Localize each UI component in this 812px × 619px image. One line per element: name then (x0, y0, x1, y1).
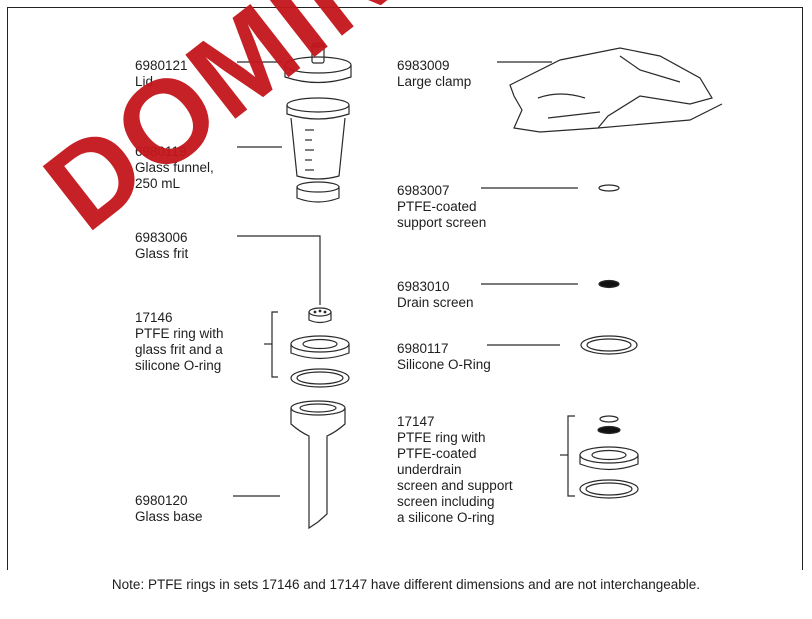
ring-b-line5: screen including (397, 494, 495, 509)
funnel-line2: 250 mL (135, 176, 181, 191)
funnel-code: 6980119 (135, 144, 187, 159)
support-screen-code: 6983007 (397, 183, 450, 198)
leader-lines (233, 61, 578, 497)
ring-a-line3: silicone O-ring (135, 358, 222, 373)
drain-screen-code: 6983010 (397, 279, 450, 294)
footnote: Note: PTFE rings in sets 17146 and 17147… (111, 577, 701, 592)
oring-code: 6980117 (397, 341, 449, 356)
ring-b-code: 17147 (397, 414, 435, 429)
ring-a-line1: PTFE ring with (135, 326, 224, 341)
frit-code: 6983006 (135, 230, 188, 245)
label-funnel: 6980119 Glass funnel, 250 mL (135, 144, 214, 192)
frit-name: Glass frit (135, 246, 189, 261)
label-drain-screen: 6983010 Drain screen (397, 279, 474, 311)
base-name: Glass base (135, 509, 203, 524)
ptfe-ring-a-drawing (290, 335, 350, 388)
label-ring-set-b: 17147 PTFE ring with PTFE-coated underdr… (397, 414, 513, 526)
label-base: 6980120 Glass base (135, 493, 203, 525)
lid-name: Lid (135, 74, 154, 89)
label-clamp: 6983009 Large clamp (397, 58, 471, 90)
base-drawing (290, 400, 346, 530)
ring-b-line3: underdrain (397, 462, 462, 477)
funnel-line1: Glass funnel, (135, 160, 214, 175)
ring-b-line2: PTFE-coated (397, 446, 477, 461)
clamp-code: 6983009 (397, 58, 450, 73)
drain-screen-drawing (598, 279, 620, 289)
lid-code: 6980121 (135, 58, 188, 73)
oring-drawing (580, 335, 638, 355)
ring-b-line4: screen and support (397, 478, 513, 493)
support-screen-drawing (598, 184, 620, 192)
clamp-drawing (509, 47, 723, 133)
ring-a-code: 17146 (135, 310, 173, 325)
support-screen-line1: PTFE-coated (397, 199, 477, 214)
frame-border (7, 7, 803, 570)
support-screen-line2: support screen (397, 215, 487, 230)
label-support-screen: 6983007 PTFE-coated support screen (397, 183, 486, 231)
drain-screen-name: Drain screen (397, 295, 474, 310)
ring-b-line1: PTFE ring with (397, 430, 486, 445)
clamp-name: Large clamp (397, 74, 472, 89)
funnel-drawing (286, 97, 350, 203)
oring-name: Silicone O-Ring (397, 357, 491, 372)
label-frit: 6983006 Glass frit (135, 230, 188, 262)
frit-drawing (308, 307, 332, 324)
ring-a-line2: glass frit and a (135, 342, 223, 357)
label-oring: 6980117 Silicone O-Ring (397, 341, 491, 373)
lid-drawing (284, 42, 352, 84)
label-ring-set-a: 17146 PTFE ring with glass frit and a si… (135, 310, 224, 374)
base-code: 6980120 (135, 493, 188, 508)
ptfe-ring-b-drawing (579, 415, 639, 499)
label-lid: 6980121 Lid (135, 58, 188, 90)
ring-b-line6: a silicone O-ring (397, 510, 495, 525)
